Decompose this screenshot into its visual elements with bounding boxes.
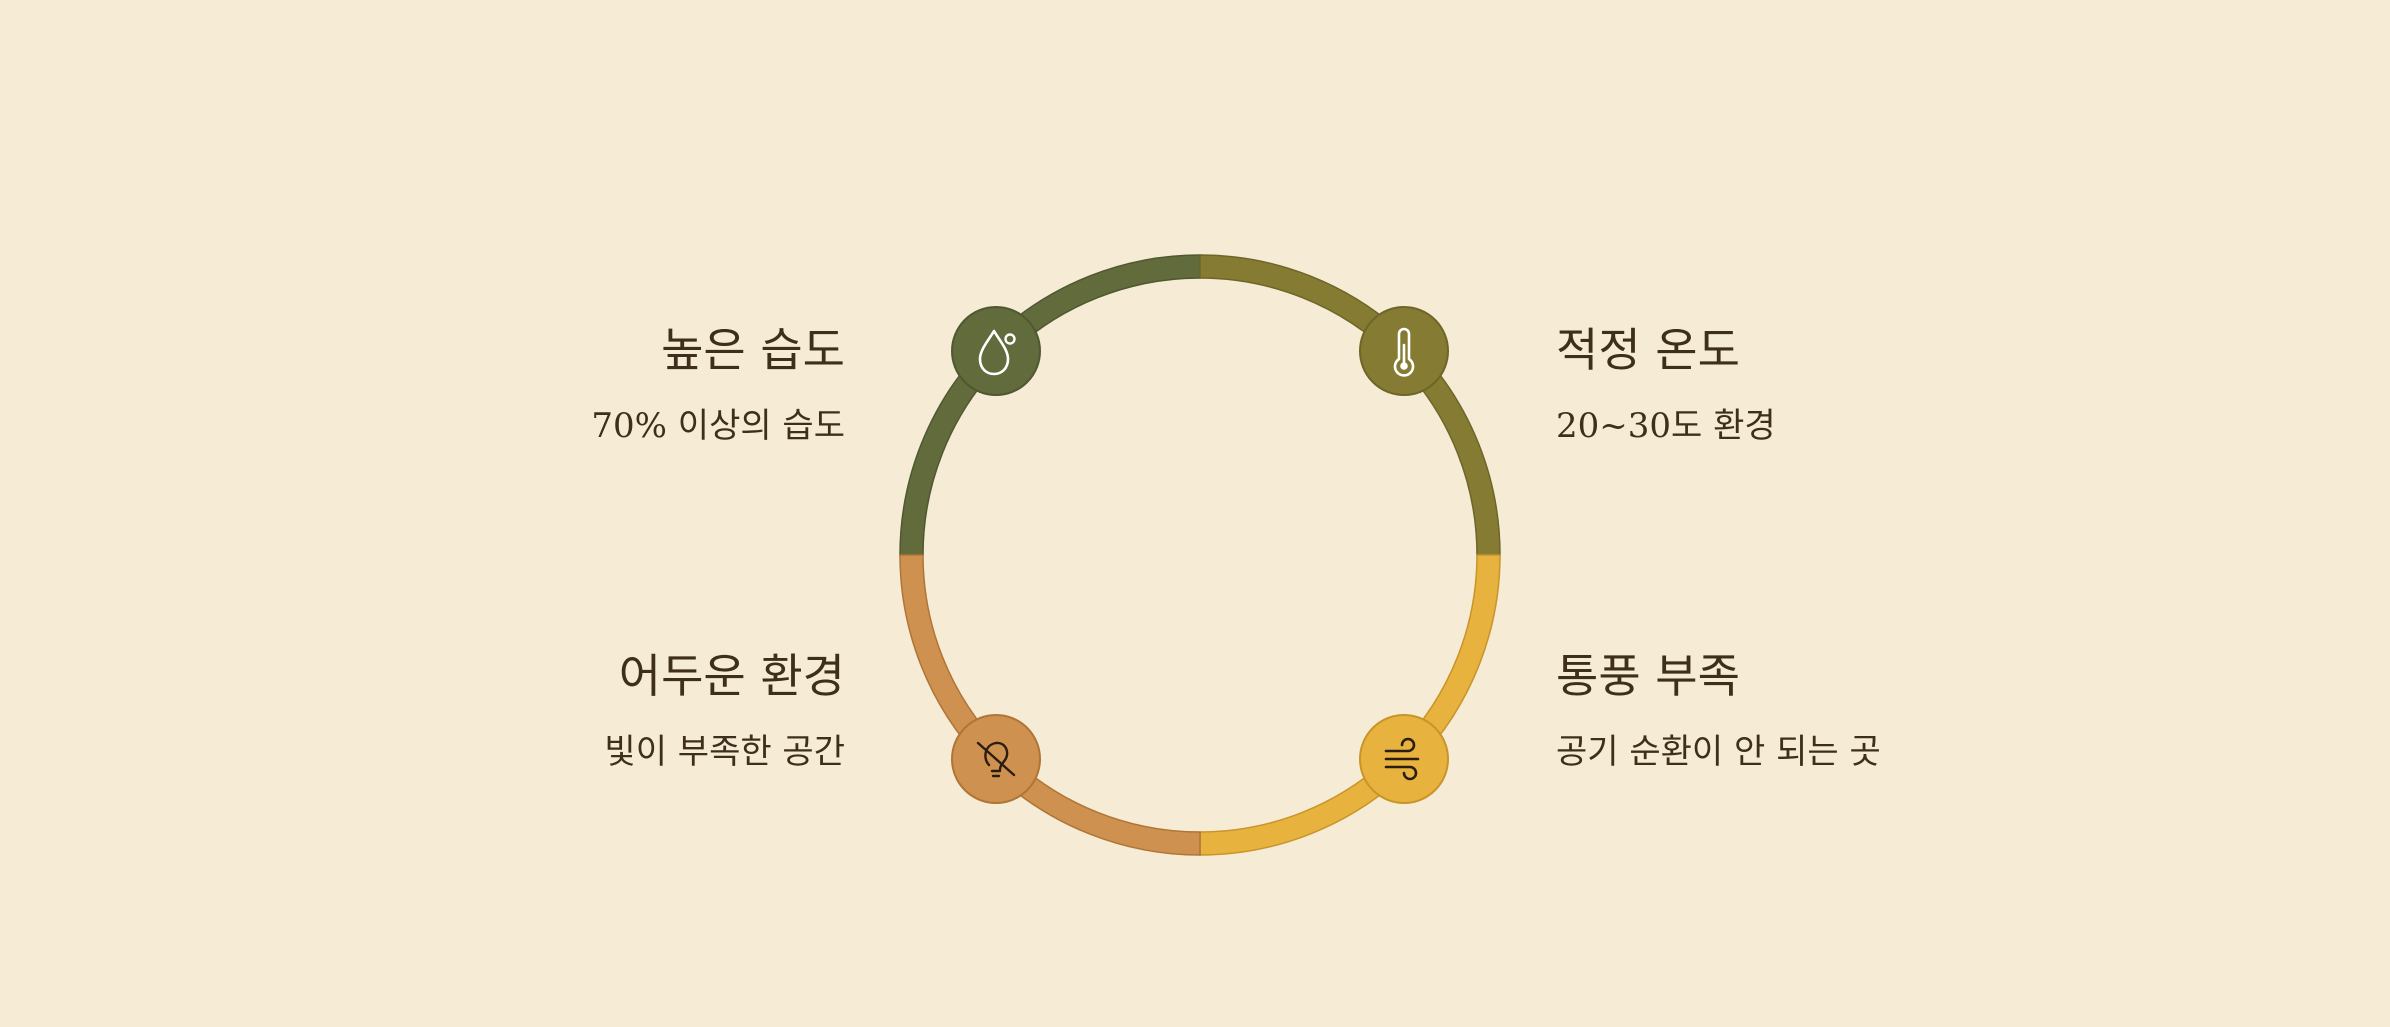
segment-label-ventilation: 통풍 부족 공기 순환이 안 되는 곳 [1556,648,1976,774]
badge-circle [950,305,1041,396]
segment-description: 20~30도 환경 [1556,406,1776,446]
segment-description: 공기 순환이 안 되는 곳 [1556,732,1881,772]
ring-segment-humidity [899,254,1201,556]
thermometer-icon [1393,327,1415,377]
segment-title: 적정 온도 [1556,323,1740,377]
badge-darkness [950,714,1041,805]
segment-description: 빛이 부족한 공간 [604,732,845,772]
segment-label-temperature: 적정 온도 20~30도 환경 [1556,322,1976,448]
segment-description: 70% 이상의 습도 [591,406,845,446]
segment-label-darkness: 어두운 환경 빛이 부족한 공간 [425,648,845,774]
ring [899,254,1501,856]
water-drop-icon [978,329,1016,376]
segment-title: 통풍 부족 [1556,649,1740,703]
badge-humidity [950,305,1041,396]
segment-label-humidity: 높은 습도 70% 이상의 습도 [425,322,845,448]
badge-temperature [1359,305,1450,396]
ring-segment-darkness [899,554,1201,856]
segment-title: 높은 습도 [661,323,845,377]
no-light-icon [976,741,1016,778]
segment-title: 어두운 환경 [618,649,845,703]
badge-ventilation [1359,714,1450,805]
ring-segment-temperature [1199,254,1501,556]
wind-icon [1384,737,1420,781]
icon-badges [950,305,1450,805]
ring-segment-ventilation [1199,554,1501,856]
